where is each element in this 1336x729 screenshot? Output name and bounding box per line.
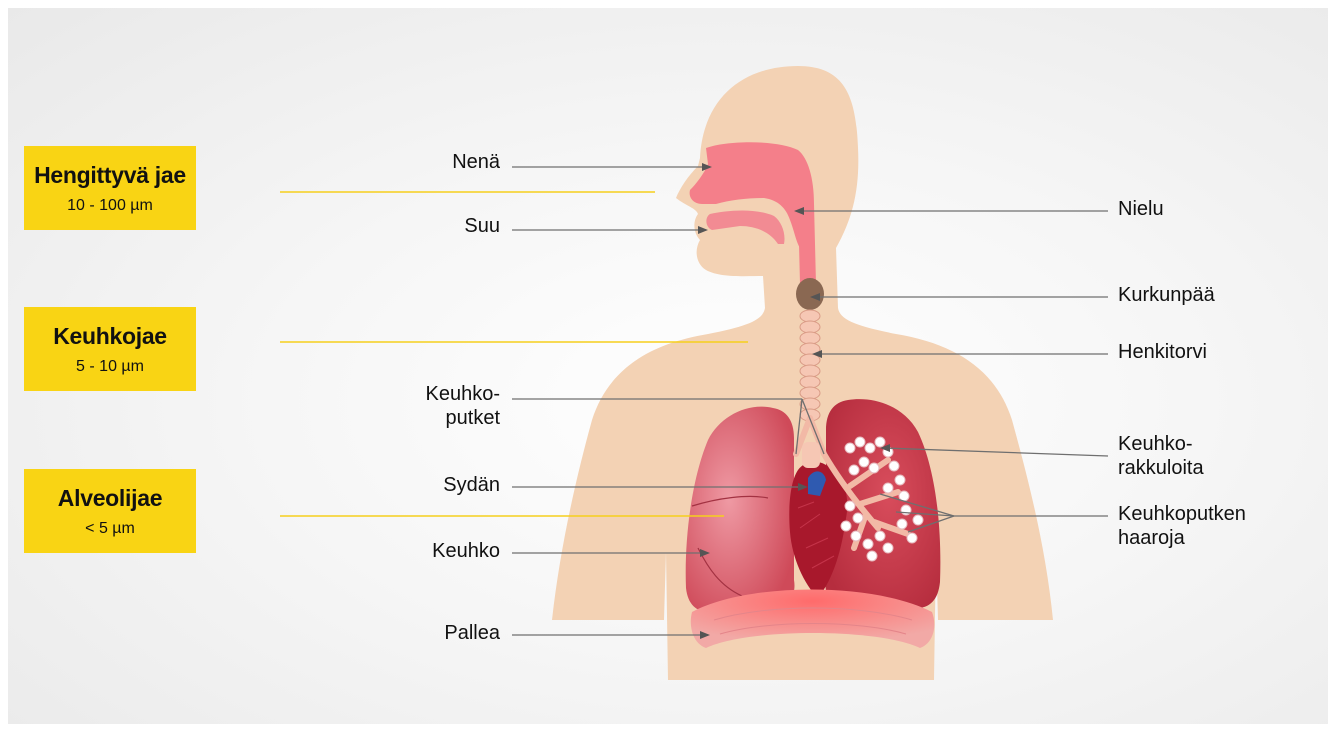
label-bronchioles-line1: Keuhkoputken (1118, 502, 1246, 526)
fraction-box-thoracic: Keuhkojae 5 - 10 µm (24, 307, 196, 391)
fraction-box-inhalable: Hengittyvä jae 10 - 100 µm (24, 146, 196, 230)
label-larynx: Kurkunpää (1118, 283, 1215, 307)
bronchi-stem (802, 442, 820, 468)
label-nose: Nenä (388, 150, 500, 174)
label-bronchi-line1: Keuhko- (368, 382, 500, 406)
label-alveoli: Keuhko- rakkuloita (1118, 432, 1204, 480)
diagram-canvas: Hengittyvä jae 10 - 100 µm Keuhkojae 5 -… (8, 8, 1328, 724)
fraction-range: < 5 µm (85, 520, 135, 538)
label-bronchi-line2: putket (368, 406, 500, 430)
label-heart: Sydän (388, 473, 500, 497)
label-lung: Keuhko (388, 539, 500, 563)
fraction-range: 5 - 10 µm (76, 358, 144, 376)
fraction-title: Hengittyvä jae (34, 162, 186, 189)
fraction-title: Keuhkojae (53, 323, 167, 350)
label-alveoli-line2: rakkuloita (1118, 456, 1204, 480)
fraction-box-respirable: Alveolijae < 5 µm (24, 469, 196, 553)
pharynx-tube (798, 204, 816, 284)
label-bronchioles: Keuhkoputken haaroja (1118, 502, 1246, 550)
fraction-title: Alveolijae (58, 485, 162, 512)
label-bronchioles-line2: haaroja (1118, 526, 1246, 550)
respiratory-system-illustration (8, 8, 1328, 724)
label-pharynx: Nielu (1118, 197, 1164, 221)
fraction-range: 10 - 100 µm (67, 197, 153, 215)
label-bronchi: Keuhko- putket (368, 382, 500, 430)
label-diaphragm: Pallea (388, 621, 500, 645)
label-mouth: Suu (388, 214, 500, 238)
label-trachea: Henkitorvi (1118, 340, 1207, 364)
label-alveoli-line1: Keuhko- (1118, 432, 1204, 456)
